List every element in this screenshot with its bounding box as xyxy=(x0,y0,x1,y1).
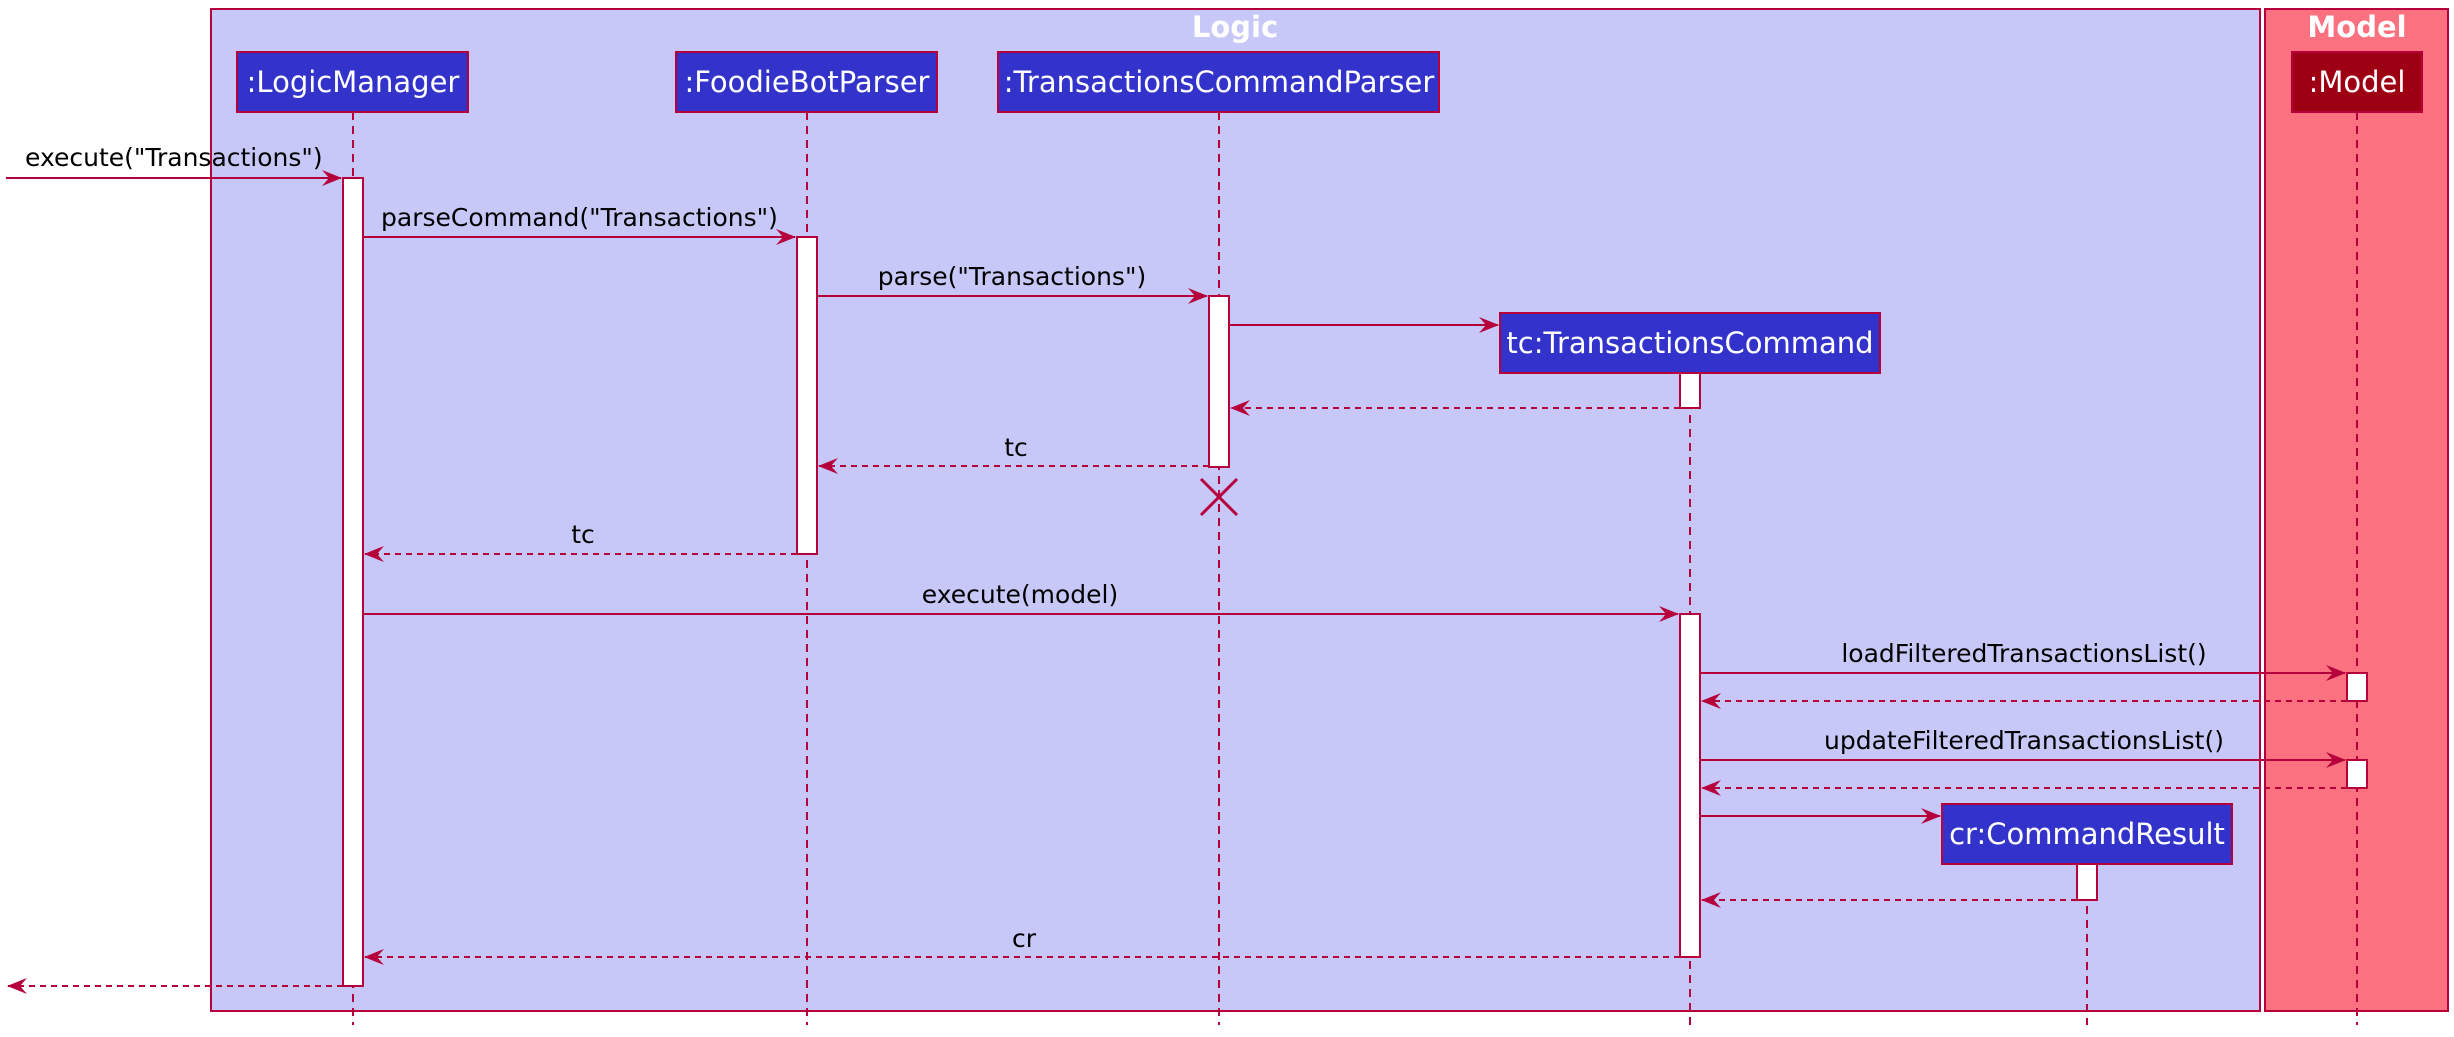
activation-bars xyxy=(342,177,2368,987)
message-label-return-tc-to-foodiebot: tc xyxy=(1004,433,1028,462)
participant-label: :FoodieBotParser xyxy=(685,65,930,99)
message-label-execute-model: execute(model) xyxy=(922,580,1118,609)
message-label-update-filtered-transactions-list: updateFilteredTransactionsList() xyxy=(1824,726,2224,755)
activation-command-result xyxy=(2076,863,2098,901)
participant-transactions-command-parser: :TransactionsCommandParser xyxy=(997,51,1440,113)
message-label-execute-transactions: execute("Transactions") xyxy=(25,143,323,172)
message-label-parse: parse("Transactions") xyxy=(878,262,1146,291)
participant-box xyxy=(2291,51,2423,113)
logic-frame-background xyxy=(210,8,2261,1012)
message-label-return-tc-to-logic-manager: tc xyxy=(571,520,595,549)
activation-transactions-command-constructor xyxy=(1679,372,1701,409)
activation-foodiebot-parser xyxy=(796,236,818,555)
participant-transactions-command: tc:TransactionsCommand xyxy=(1499,312,1881,374)
activation-model-load xyxy=(2346,672,2368,702)
messages xyxy=(6,170,2347,994)
participant-label: tc:TransactionsCommand xyxy=(1506,326,1873,360)
participant-label: :Model xyxy=(2309,65,2406,99)
logic-frame: Logic xyxy=(210,8,2261,1012)
participant-label: cr:CommandResult xyxy=(1949,817,2225,851)
participant-model: :Model xyxy=(2291,51,2423,113)
activation-transactions-command-execute xyxy=(1679,613,1701,958)
participant-box xyxy=(675,51,938,113)
participant-box xyxy=(997,51,1440,113)
participant-label: :TransactionsCommandParser xyxy=(1004,65,1435,99)
activation-transactions-command-parser xyxy=(1208,295,1230,468)
model-frame-title: Model xyxy=(2307,10,2406,44)
participant-label: :LogicManager xyxy=(247,65,460,99)
participant-box xyxy=(236,51,469,113)
message-label-load-filtered-transactions-list: loadFilteredTransactionsList() xyxy=(1841,639,2206,668)
participant-logic-manager: :LogicManager xyxy=(236,51,469,113)
participant-command-result: cr:CommandResult xyxy=(1941,803,2233,865)
message-label-return-cr: cr xyxy=(1012,924,1037,953)
message-label-parse-command: parseCommand("Transactions") xyxy=(381,203,778,232)
message-labels: execute("Transactions") parseCommand("Tr… xyxy=(25,143,2224,953)
logic-frame-title: Logic xyxy=(1192,10,1278,44)
participant-foodiebot-parser: :FoodieBotParser xyxy=(675,51,938,113)
destroy-marker xyxy=(1199,477,1239,517)
activation-logic-manager xyxy=(342,177,364,987)
activation-model-update xyxy=(2346,759,2368,789)
